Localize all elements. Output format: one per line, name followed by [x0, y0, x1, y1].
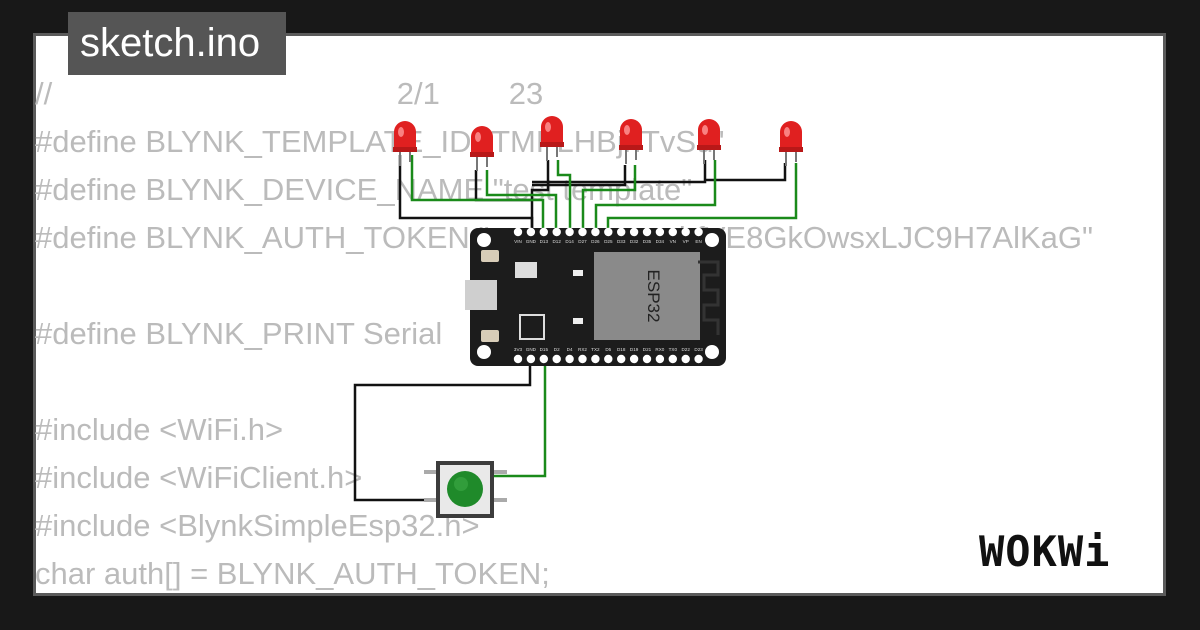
pin-hole[interactable]	[655, 354, 665, 364]
red-led[interactable]	[779, 121, 803, 166]
pin-label: D27	[578, 239, 587, 244]
pin-label: GND	[526, 347, 537, 352]
pin-label: TX0	[669, 347, 678, 352]
pin-hole[interactable]	[681, 227, 690, 237]
pin-hole[interactable]	[552, 354, 561, 364]
pin-label: VP	[683, 239, 689, 244]
pin-hole[interactable]	[513, 354, 523, 364]
brand-text: WOKWi	[979, 527, 1110, 576]
pin-hole[interactable]	[604, 354, 613, 364]
code-line: // 2/1 23	[35, 76, 544, 111]
pin-label: D19	[630, 347, 639, 352]
boot-button[interactable]	[481, 250, 499, 262]
pin-label: GND	[526, 239, 537, 244]
pin-hole[interactable]	[578, 354, 587, 364]
pin-hole[interactable]	[526, 227, 536, 237]
pin-label: D33	[617, 239, 626, 244]
wokwi-logo: WOKWi	[979, 527, 1110, 576]
pin-label: D34	[656, 239, 665, 244]
pin-hole[interactable]	[565, 227, 574, 237]
pin-label: D15	[540, 347, 549, 352]
pin-hole[interactable]	[681, 354, 690, 364]
pin-label: EN	[695, 239, 701, 244]
pin-label: RX0	[655, 347, 664, 352]
pin-label: D32	[630, 239, 639, 244]
pin-hole[interactable]	[539, 354, 548, 364]
pin-hole[interactable]	[513, 227, 523, 237]
red-led[interactable]	[470, 126, 494, 171]
pin-hole[interactable]	[604, 227, 613, 237]
module-label: ESP32	[644, 270, 663, 323]
esp32-module	[594, 252, 700, 340]
wires-black	[353, 155, 787, 502]
pin-label: RX2	[578, 347, 587, 352]
pin-label: D26	[591, 239, 600, 244]
pin-label: D14	[565, 239, 574, 244]
pin-label: VN	[670, 239, 676, 244]
pin-hole[interactable]	[578, 227, 587, 237]
code-line: #include <WiFi.h>	[35, 412, 284, 447]
red-led[interactable]	[540, 116, 564, 161]
pin-hole[interactable]	[565, 354, 574, 364]
pin-hole[interactable]	[591, 354, 600, 364]
red-led[interactable]	[393, 121, 417, 166]
reset-button[interactable]	[481, 330, 499, 342]
pin-hole[interactable]	[642, 227, 652, 237]
pin-hole[interactable]	[539, 227, 548, 237]
pin-hole[interactable]	[642, 354, 652, 364]
sketch-title: sketch.ino	[68, 12, 286, 75]
usb-chip	[519, 314, 545, 340]
pin-label: D12	[552, 239, 561, 244]
code-editor[interactable]: // 2/1 23 #define BLYNK_TEMPLATE_ID "TMPL…	[35, 70, 1093, 598]
pin-label: D18	[617, 347, 626, 352]
code-line: #define BLYNK_PRINT Serial	[35, 316, 443, 351]
pin-label: D35	[643, 239, 652, 244]
pin-label: D21	[643, 347, 652, 352]
code-line: char auth[] = BLYNK_AUTH_TOKEN;	[35, 556, 550, 591]
pin-label: D5	[605, 347, 611, 352]
pin-hole[interactable]	[655, 227, 665, 237]
pin-hole[interactable]	[591, 227, 600, 237]
push-button[interactable]	[424, 461, 507, 518]
pin-label: D2	[554, 347, 560, 352]
pin-hole[interactable]	[629, 227, 639, 237]
code-line: #include <BlynkSimpleEsp32.h>	[35, 508, 480, 543]
pin-hole[interactable]	[629, 354, 639, 364]
wires-green	[410, 155, 798, 478]
code-line: #define BLYNK_TEMPLATE_ID "TMPLHBjnTvSu"	[35, 124, 725, 159]
pin-hole[interactable]	[526, 354, 536, 364]
pin-hole[interactable]	[552, 227, 561, 237]
led-array	[393, 116, 803, 171]
pin-hole[interactable]	[694, 354, 703, 364]
pin-hole[interactable]	[668, 354, 677, 364]
pin-hole[interactable]	[694, 227, 703, 237]
pin-label: VIN	[514, 239, 522, 244]
pin-label: D13	[540, 239, 549, 244]
pin-label: 3V3	[514, 347, 523, 352]
red-led[interactable]	[697, 119, 721, 164]
pin-label: D4	[567, 347, 573, 352]
pin-label: D25	[604, 239, 613, 244]
pin-hole[interactable]	[668, 227, 677, 237]
code-line: #define BLYNK_AUTH_TOKEN " bfVE8GkOwsxLJ…	[35, 220, 1094, 255]
usb-port	[465, 280, 497, 310]
code-line: #include <WiFiClient.h>	[35, 460, 363, 495]
pin-hole[interactable]	[617, 354, 626, 364]
pin-label: TX2	[591, 347, 600, 352]
pin-label: D23	[694, 347, 703, 352]
pin-hole[interactable]	[617, 227, 626, 237]
regulator	[515, 262, 537, 278]
red-led[interactable]	[619, 119, 643, 164]
pin-label: D22	[681, 347, 690, 352]
